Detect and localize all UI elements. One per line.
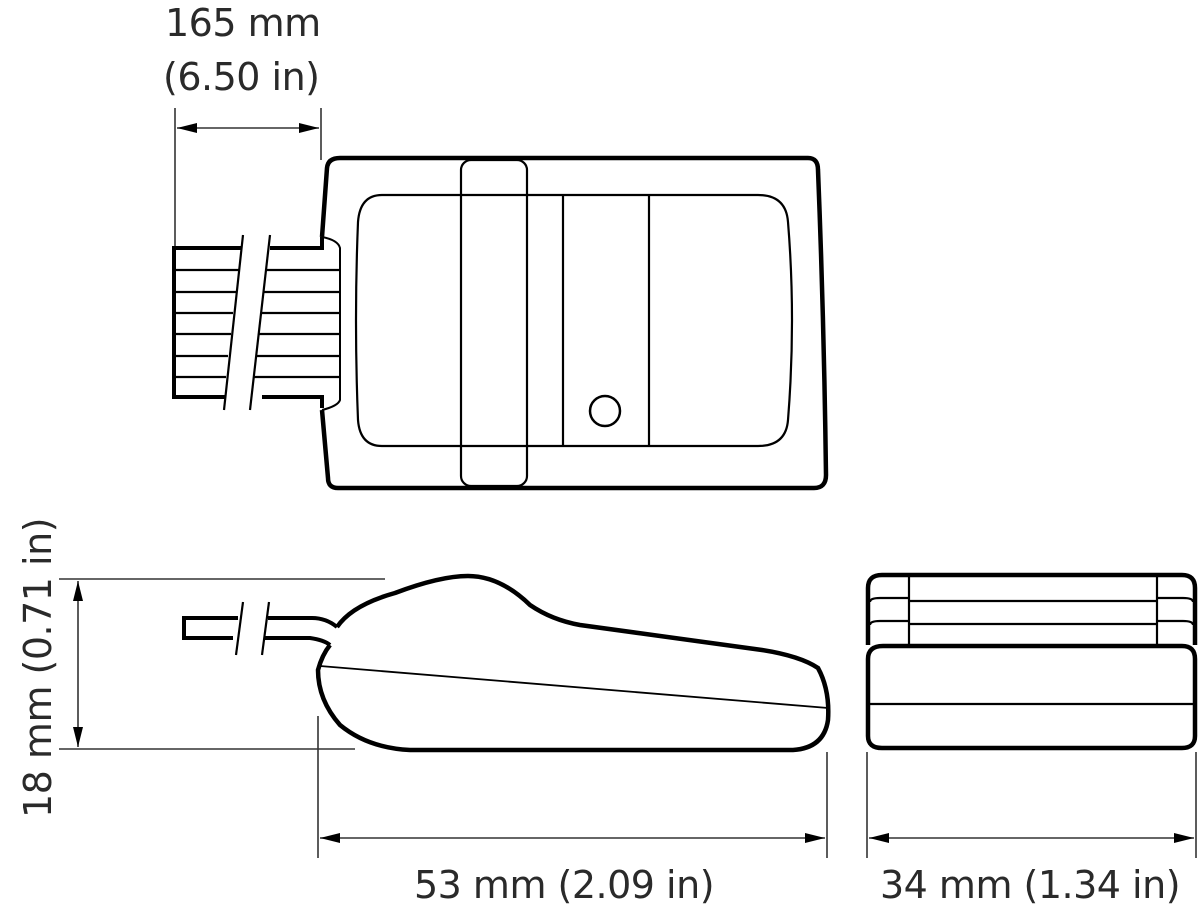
width-label: 34 mm (1.34 in) bbox=[880, 863, 1181, 907]
top-body-outline bbox=[319, 155, 829, 491]
top-view bbox=[172, 108, 829, 491]
length-dimension bbox=[317, 716, 828, 858]
front-view bbox=[865, 572, 1198, 858]
width-dimension bbox=[866, 752, 1197, 858]
length-label: 53 mm (2.09 in) bbox=[414, 863, 715, 907]
height-label: 18 mm (0.71 in) bbox=[16, 517, 60, 818]
front-base bbox=[865, 643, 1198, 751]
height-dimension bbox=[59, 578, 385, 750]
top-inner-panel bbox=[354, 193, 794, 448]
break-symbol-left bbox=[222, 234, 245, 411]
side-view bbox=[59, 573, 831, 858]
cable-length-imperial-label: (6.50 in) bbox=[163, 55, 320, 99]
break-symbol-right bbox=[248, 234, 272, 411]
front-top-cap bbox=[865, 572, 1198, 645]
ribbon-cable bbox=[172, 234, 341, 411]
side-body-outline bbox=[315, 573, 831, 753]
cable-length-dimension bbox=[174, 108, 322, 247]
cable-length-metric-label: 165 mm bbox=[165, 1, 321, 45]
strap-band bbox=[459, 158, 529, 488]
button-circle-icon bbox=[588, 394, 622, 428]
side-cable bbox=[182, 601, 339, 656]
parting-line bbox=[319, 665, 829, 709]
